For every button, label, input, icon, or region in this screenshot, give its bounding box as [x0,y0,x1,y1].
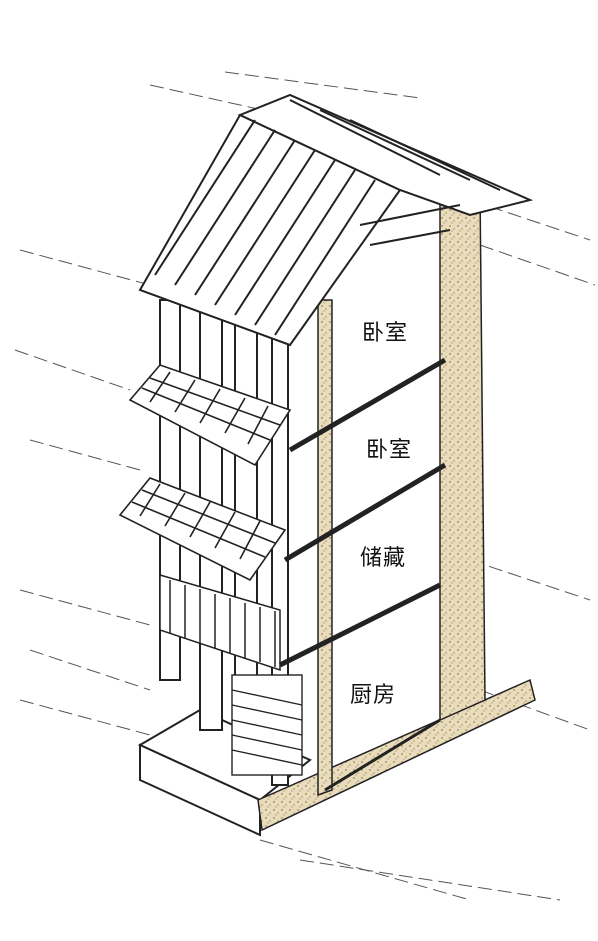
stair-icon [231,674,303,776]
roof-icon [138,93,534,347]
perspective-guide-lines [14,71,596,901]
brick-wall-icon [439,189,486,722]
room-label-floor2-storage: 储藏 [360,546,407,571]
room-label-floor4-bedroom: 卧室 [362,321,409,346]
room-label-floor3-bedroom: 卧室 [366,438,413,463]
ground-slab [137,678,536,837]
section-walls [278,189,486,797]
awning-icon [118,364,292,582]
balcony-railing [159,574,281,672]
room-label-floor1-kitchen: 厨房 [350,683,397,708]
